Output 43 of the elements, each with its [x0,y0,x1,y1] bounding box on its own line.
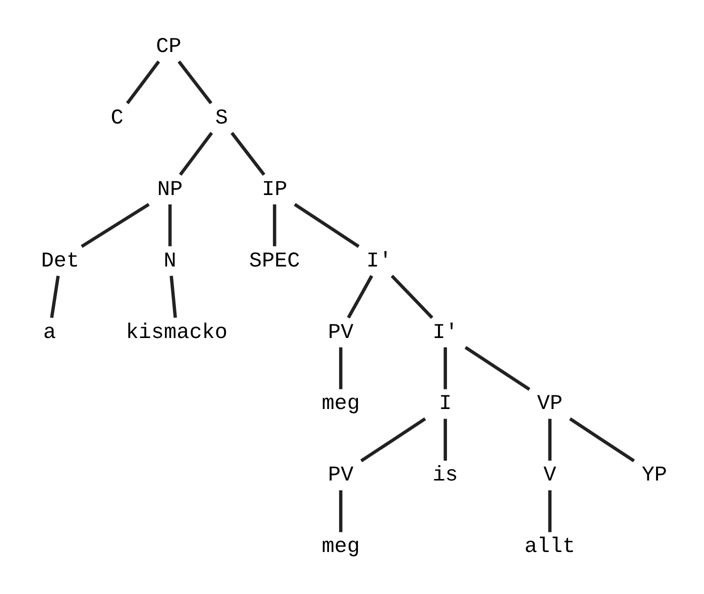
node-text: S [215,106,228,130]
node-text: V [544,464,556,488]
node-text: C [110,106,124,130]
node-text: PV [328,464,354,488]
node-text: I' [432,320,458,345]
node-text: IP [262,178,288,202]
connector [178,132,213,176]
node-text: meg [322,392,360,416]
node-text: VP [537,392,563,416]
connector [569,417,635,462]
connector [178,60,212,104]
node-text: is [432,464,458,488]
node-text: CP [156,34,182,59]
node-text: allt [524,535,576,560]
connector [170,276,177,318]
connector [360,417,426,462]
node-text: YP [642,464,668,488]
connector [168,204,172,246]
connector [390,274,434,319]
connector [548,490,552,532]
node-text: kismacko [126,320,228,345]
node-text: PV [328,320,354,345]
connector [444,418,447,461]
connector [230,132,266,176]
connector [548,418,552,461]
connector [444,347,447,390]
connector [126,60,160,104]
node-text: NP [157,178,183,202]
connector [272,204,276,246]
connector [294,203,360,248]
connector [464,346,530,391]
connector [80,202,150,248]
node-text: I' [366,249,392,274]
connector [50,276,60,318]
connector [339,490,342,532]
node-text: meg [322,535,360,560]
node-text: I [438,392,452,416]
node-text: N [164,249,176,274]
connector [339,347,342,390]
node-text: a [43,320,56,345]
node-text: Det [41,249,80,274]
node-text: SPEC [249,249,300,274]
connector [346,275,374,319]
